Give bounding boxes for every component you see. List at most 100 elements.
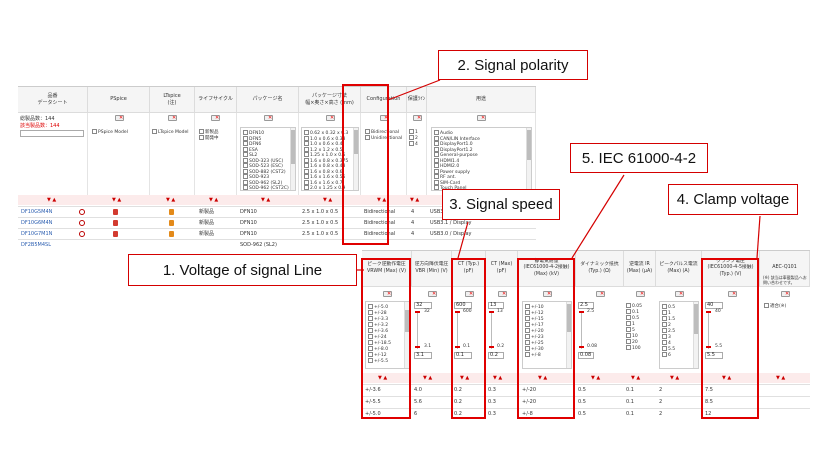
dimension-option[interactable]: 2.0 x 1.25 x 0.9 [304,185,345,191]
sort-arrows[interactable]: ▼ ▲ [776,375,786,381]
application-listbox[interactable]: Audio CAN/LIN Interface DisplayPort1.0 D… [431,127,532,191]
configuration-option-bidirectional[interactable]: Bidirectional [365,129,399,135]
clear-filter-icon[interactable] [413,115,422,121]
clear-filter-icon[interactable] [596,291,605,297]
esd-option[interactable]: +/-10 [525,304,544,310]
sort-arrows[interactable]: ▼ ▲ [261,197,271,203]
application-option[interactable]: CAN/LIN Interface [434,136,480,142]
pdf-icon[interactable] [113,231,118,237]
clear-filter-icon[interactable] [543,291,552,297]
ct-typ-max-input[interactable]: 600 [454,302,472,309]
package-option[interactable]: SOD-962 (CST2C) [243,185,289,191]
datasheet-icon[interactable] [79,220,85,226]
vrwm-option[interactable]: +/-3.6 [368,328,388,334]
application-option[interactable]: Power supply [434,169,470,175]
clear-filter-icon[interactable] [477,115,486,121]
sort-arrows[interactable]: ▼ ▲ [323,197,333,203]
sort-arrows[interactable]: ▼ ▲ [378,375,388,381]
ltspice-file-icon[interactable] [169,231,174,237]
vbr-max-input[interactable]: 32 [414,302,432,309]
vrwm-option[interactable]: +/-5.0 [368,304,388,310]
dimension-option[interactable]: 1.0 x 0.6 x 0.4 [304,141,343,147]
package-option[interactable]: SL2 [243,152,257,158]
part-number-link[interactable]: DF10G6M4N [21,220,53,226]
lines-option[interactable]: 2 [409,135,418,141]
ltspice-checkbox[interactable]: LTspice Model [152,129,189,135]
clear-filter-icon[interactable] [168,115,177,121]
esd-option[interactable]: +/-30 [525,346,544,352]
ipp-option[interactable]: 1 [662,310,671,316]
sort-arrows[interactable]: ▼ ▲ [722,375,732,381]
application-option[interactable]: DisplayPort1.0 [434,141,473,147]
clear-filter-icon[interactable] [383,291,392,297]
ltspice-file-icon[interactable] [169,220,174,226]
ct-max-slider-handle-max[interactable] [489,311,494,313]
esd-option[interactable]: +/-25 [525,340,544,346]
pdf-icon[interactable] [113,209,118,215]
vrwm-option[interactable]: +/-28 [368,310,387,316]
vrwm-listbox[interactable]: +/-5.0 +/-28 +/-3.3 +/-3.2 +/-3.6 +/-24 … [365,301,410,369]
vrwm-option[interactable]: +/-18.5 [368,340,391,346]
lifecycle-option[interactable]: 新製品 [199,129,219,135]
datasheet-icon[interactable] [79,231,85,237]
application-option[interactable]: General-purpose [434,152,478,158]
clear-filter-icon[interactable] [498,291,507,297]
sort-arrows[interactable]: ▼ ▲ [493,375,503,381]
package-option[interactable]: SOD-523 (ESC) [243,163,283,169]
clear-filter-icon[interactable] [211,115,220,121]
vrwm-option[interactable]: +/-24 [368,334,387,340]
clear-filter-icon[interactable] [728,291,737,297]
ipp-option[interactable]: 6 [662,352,671,358]
ir-option[interactable]: 10 [626,333,638,339]
pspice-checkbox[interactable]: PSpice Model [92,129,128,135]
ir-option[interactable]: 1 [626,321,635,327]
vrwm-option[interactable]: +/-8.0 [368,346,388,352]
application-option[interactable]: Audio [434,130,453,136]
application-option[interactable]: HDMI1.4 [434,158,459,164]
ipp-option[interactable]: 0.5 [662,304,675,310]
lifecycle-option[interactable]: 開発中 [199,135,219,141]
aec-checkbox[interactable]: 適合(※) [764,303,786,309]
sort-arrows[interactable]: ▼ ▲ [410,197,420,203]
clear-filter-icon[interactable] [428,291,437,297]
application-option[interactable]: SIM-Card [434,180,460,186]
pdf-icon[interactable] [113,220,118,226]
vc-min-input[interactable]: 5.5 [705,352,723,359]
vrwm-option[interactable]: +/-12 [368,352,387,358]
dimension-option[interactable]: 1.2 x 1.2 x 0.5 [304,147,343,153]
vc-slider-handle-max[interactable] [706,311,711,313]
sort-arrows[interactable]: ▼ ▲ [670,375,680,381]
vc-max-input[interactable]: 40 [705,302,723,309]
sort-arrows[interactable]: ▼ ▲ [460,375,470,381]
dimension-option[interactable]: 1.6 x 1.6 x 0.7 [304,180,343,186]
package-option[interactable]: DFN10 [243,130,264,136]
package-option[interactable]: ESA [243,147,258,153]
ipp-option[interactable]: 3 [662,334,671,340]
dimension-option[interactable]: 1.6 x 0.8 x 0.375 [304,158,348,164]
lines-option[interactable]: 4 [409,141,418,147]
application-scrollbar[interactable] [526,128,531,190]
clear-filter-icon[interactable] [115,115,124,121]
clear-filter-icon[interactable] [264,115,273,121]
application-option[interactable]: RF ant. [434,174,456,180]
esd-option[interactable]: +/-23 [525,334,544,340]
package-scrollbar[interactable] [290,128,295,190]
vrwm-option[interactable]: +/-3.2 [368,322,388,328]
configuration-option-unidirectional[interactable]: Unidirectional [365,135,402,141]
sort-arrows[interactable]: ▼ ▲ [47,197,57,203]
ir-option[interactable]: 100 [626,345,641,351]
ir-option[interactable]: 0.5 [626,315,639,321]
part-number-link[interactable]: DF10G7M1N [21,231,53,237]
ipp-scrollbar[interactable] [693,302,698,368]
sort-arrows[interactable]: ▼ ▲ [377,197,387,203]
clear-filter-icon[interactable] [636,291,645,297]
dyn-res-min-input[interactable]: 0.08 [578,352,594,359]
ipp-option[interactable]: 4 [662,340,671,346]
scroll-thumb[interactable] [354,130,358,154]
package-option[interactable]: SOD-323 (USC) [243,158,283,164]
vc-slider-handle-min[interactable] [706,346,711,348]
clear-filter-icon[interactable] [781,291,790,297]
clear-filter-icon[interactable] [326,115,335,121]
vc-slider-track[interactable] [708,311,709,349]
datasheet-icon[interactable] [79,209,85,215]
